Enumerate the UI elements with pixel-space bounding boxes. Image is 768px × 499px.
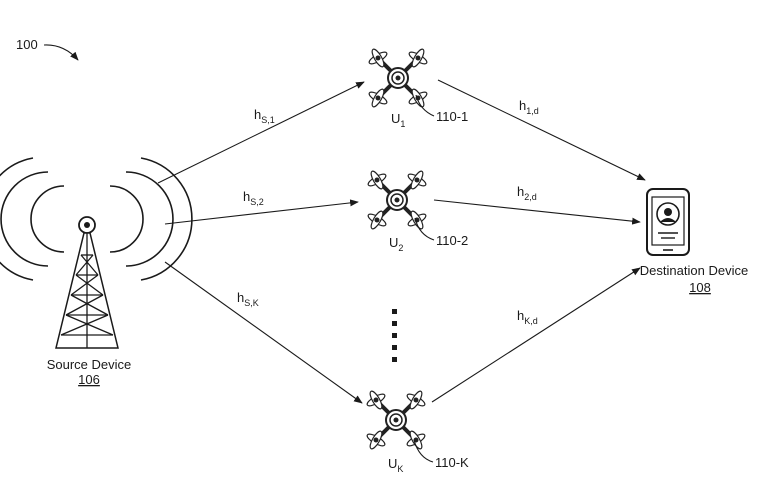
source-device-ref: 106 — [78, 372, 100, 387]
arrow-relay-1-to-destination — [437, 79, 646, 181]
drone-icon — [363, 387, 429, 453]
destination-device-label: Destination Device — [640, 263, 748, 278]
figure-number: 100 — [16, 37, 38, 52]
relay-1-ref: 110-1 — [436, 109, 468, 124]
channel-label-2d: h2,d — [517, 184, 537, 202]
destination-device-ref: 108 — [689, 280, 711, 295]
relay-2-label: U2 — [389, 235, 403, 253]
channel-label-1d: h1,d — [519, 98, 539, 116]
arrow-source-to-relay-1 — [157, 81, 365, 184]
relay-2-ref-leader — [414, 217, 435, 241]
radio-tower-icon — [0, 157, 193, 349]
channel-label-kd: hK,d — [517, 308, 538, 326]
arrow-source-to-relay-k — [164, 261, 363, 404]
arrow-source-to-relay-2 — [164, 199, 359, 225]
channel-label-s2: hS,2 — [243, 189, 264, 207]
arrow-relay-k-to-destination — [431, 267, 641, 403]
channel-label-sk: hS,K — [237, 290, 259, 308]
drone-icon — [365, 45, 431, 111]
arrow-relay-2-to-destination — [433, 199, 641, 225]
drone-icon — [364, 167, 430, 233]
relay-ellipsis — [392, 309, 397, 362]
relay-k-label: UK — [388, 456, 403, 474]
relay-k-ref-leader — [413, 439, 434, 463]
relay-2-ref: 110-2 — [436, 233, 468, 248]
figure-number-arrow — [43, 44, 79, 61]
relay-1-ref-leader — [415, 94, 435, 117]
smartphone-icon — [646, 188, 690, 256]
source-device-label: Source Device — [47, 357, 132, 372]
channel-label-s1: hS,1 — [254, 107, 275, 125]
relay-k-ref: 110-K — [435, 455, 469, 470]
relay-1-label: U1 — [391, 111, 405, 129]
